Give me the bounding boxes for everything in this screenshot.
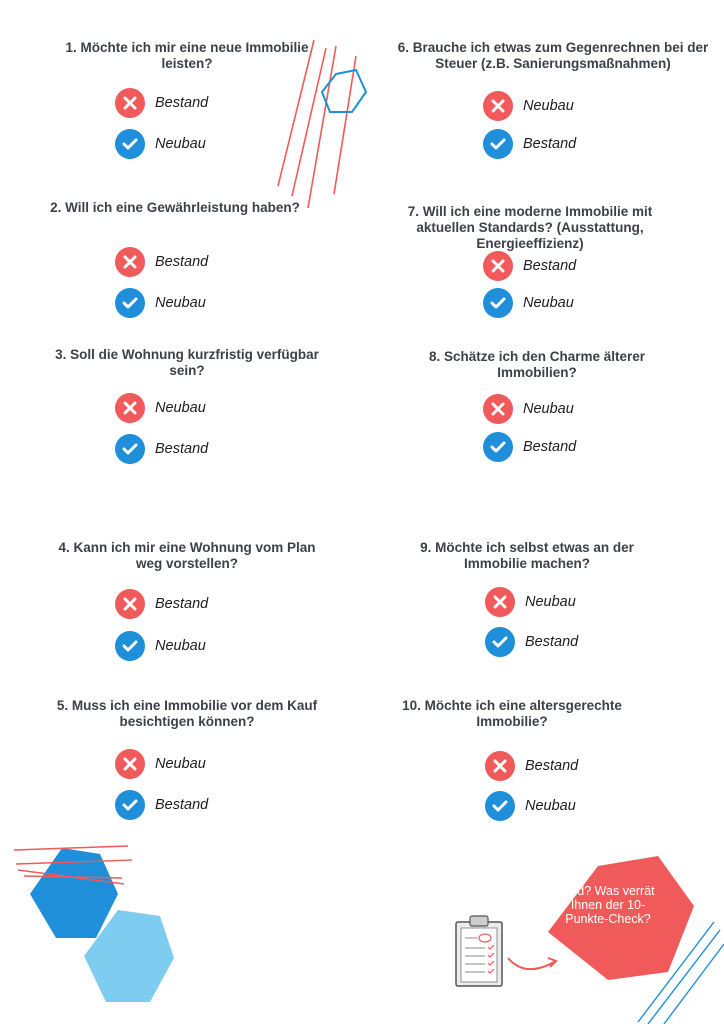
question-8-option-no[interactable]: Neubau xyxy=(483,394,574,424)
option-label: Bestand xyxy=(523,136,577,152)
option-label: Neubau xyxy=(155,638,206,654)
question-5-option-yes[interactable]: Bestand xyxy=(115,790,208,820)
check-mark-icon xyxy=(483,288,513,318)
x-mark-icon xyxy=(483,394,513,424)
hexagon-light-blue xyxy=(84,910,174,1002)
x-mark-icon xyxy=(115,247,145,277)
x-mark-icon xyxy=(115,393,145,423)
option-label: Bestand xyxy=(155,596,209,612)
x-mark-icon xyxy=(483,251,513,281)
question-9-option-yes[interactable]: Bestand xyxy=(485,627,578,657)
question-8-title: 8. Schätze ich den Charme älterer Immobi… xyxy=(428,349,646,380)
x-mark-icon xyxy=(485,751,515,781)
question-7-option-yes[interactable]: Neubau xyxy=(483,288,574,318)
option-label: Neubau xyxy=(155,756,206,772)
question-1-title: 1. Möchte ich mir eine neue Immobilie le… xyxy=(65,40,309,71)
question-2-option-yes[interactable]: Neubau xyxy=(115,288,206,318)
option-label: Neubau xyxy=(525,594,576,610)
option-label: Neubau xyxy=(523,295,574,311)
question-5-title: 5. Muss ich eine Immobilie vor dem Kauf … xyxy=(56,698,318,729)
x-mark-icon xyxy=(115,88,145,118)
question-4-option-yes[interactable]: Neubau xyxy=(115,631,206,661)
call-to-action-text: Und? Was verrät Ihnen der 10-Punkte-Chec… xyxy=(561,884,655,926)
hexagon-outline xyxy=(320,68,368,113)
question-3-option-no[interactable]: Neubau xyxy=(115,393,206,423)
question-4-title: 4. Kann ich mir eine Wohnung vom Plan we… xyxy=(58,540,316,571)
option-label: Bestand xyxy=(155,254,209,270)
check-mark-icon xyxy=(115,129,145,159)
check-mark-icon xyxy=(115,288,145,318)
check-mark-icon xyxy=(115,434,145,464)
option-label: Neubau xyxy=(155,400,206,416)
check-mark-icon xyxy=(483,129,513,159)
option-label: Neubau xyxy=(155,136,206,152)
check-mark-icon xyxy=(485,791,515,821)
question-3-option-yes[interactable]: Bestand xyxy=(115,434,208,464)
option-label: Bestand xyxy=(155,95,209,111)
question-6-title: 6. Brauche ich etwas zum Gegenrechnen be… xyxy=(397,40,709,71)
question-9-title: 9. Möchte ich selbst etwas an der Immobi… xyxy=(420,540,634,571)
option-label: Bestand xyxy=(523,439,577,455)
question-1-option-yes[interactable]: Neubau xyxy=(115,129,206,159)
call-to-action-hexagon xyxy=(548,856,724,1024)
option-label: Bestand xyxy=(525,758,579,774)
x-mark-icon xyxy=(115,749,145,779)
question-6-option-no[interactable]: Neubau xyxy=(483,91,574,121)
question-1-option-no[interactable]: Bestand xyxy=(115,88,208,118)
question-4-option-no[interactable]: Bestand xyxy=(115,589,208,619)
question-7-option-no[interactable]: Bestand xyxy=(483,251,576,281)
option-label: Bestand xyxy=(525,634,579,650)
x-mark-icon xyxy=(115,589,145,619)
question-6-option-yes[interactable]: Bestand xyxy=(483,129,576,159)
hexagon-dark-blue xyxy=(30,848,118,938)
decorative-hexagons-left xyxy=(13,845,174,1002)
check-mark-icon xyxy=(115,790,145,820)
question-10-title: 10. Möchte ich eine altersgerechte Immob… xyxy=(402,698,622,729)
clipboard-icon xyxy=(455,915,503,987)
question-2-option-no[interactable]: Bestand xyxy=(115,247,208,277)
question-7-title: 7. Will ich eine moderne Immobilie mit a… xyxy=(407,204,653,251)
question-3-title: 3. Soll die Wohnung kurzfristig verfügba… xyxy=(55,347,319,378)
x-mark-icon xyxy=(483,91,513,121)
arrow-icon xyxy=(507,957,558,970)
question-2-title: 2. Will ich eine Gewährleistung haben? xyxy=(50,200,300,215)
option-label: Bestand xyxy=(155,797,209,813)
option-label: Bestand xyxy=(155,441,209,457)
option-label: Neubau xyxy=(523,98,574,114)
option-label: Neubau xyxy=(523,401,574,417)
question-10-option-no[interactable]: Bestand xyxy=(485,751,578,781)
check-mark-icon xyxy=(483,432,513,462)
x-mark-icon xyxy=(485,587,515,617)
option-label: Neubau xyxy=(155,295,206,311)
check-mark-icon xyxy=(485,627,515,657)
question-10-option-yes[interactable]: Neubau xyxy=(485,791,576,821)
question-9-option-no[interactable]: Neubau xyxy=(485,587,576,617)
option-label: Bestand xyxy=(523,258,577,274)
question-5-option-no[interactable]: Neubau xyxy=(115,749,206,779)
option-label: Neubau xyxy=(525,798,576,814)
question-8-option-yes[interactable]: Bestand xyxy=(483,432,576,462)
decorative-lines-top xyxy=(277,39,368,209)
check-mark-icon xyxy=(115,631,145,661)
